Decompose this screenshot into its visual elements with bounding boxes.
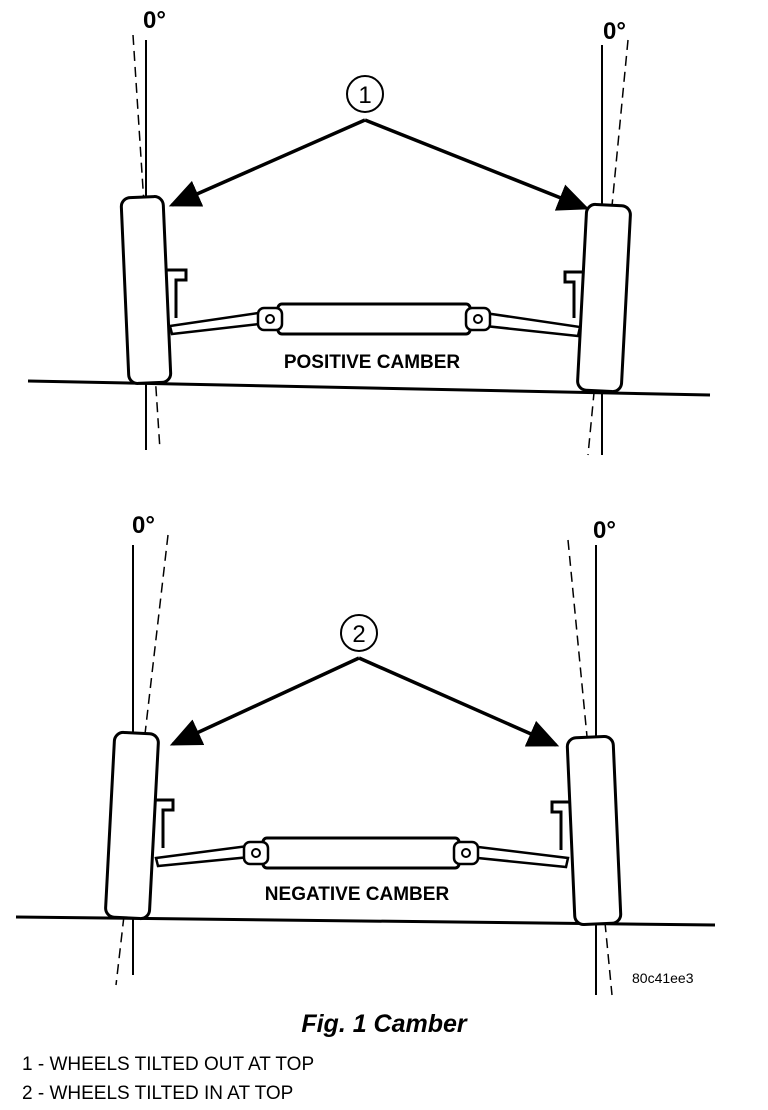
callout-1-number: 1 — [358, 82, 371, 109]
camber-figure: 0° 0° POSITIVE CAMBER 1 — [15, 7, 716, 996]
legend-item: 2 - WHEELS TILTED IN AT TOP — [22, 1083, 294, 1104]
right-tie-rod — [466, 844, 570, 869]
left-tie-rod — [168, 310, 270, 336]
left-spindle-bracket — [166, 268, 188, 318]
right-zero-degree-label: 0° — [593, 517, 616, 544]
right-rod-end-pin — [461, 848, 471, 858]
left-tie-rod — [154, 844, 252, 868]
image-code: 80c41ee3 — [632, 970, 694, 986]
figure-caption: Fig. 1 Camber — [301, 1010, 467, 1038]
left-tilt-line — [132, 34, 161, 451]
right-spindle-bracket — [550, 800, 570, 850]
callout-2-arrow-right — [358, 656, 560, 747]
negative-camber-diagram: 0° 0° NEGATIVE CAMBER 2 — [15, 512, 716, 996]
adjuster-sleeve — [276, 302, 472, 336]
right-tie-rod — [474, 310, 582, 338]
left-zero-degree-label: 0° — [132, 512, 155, 539]
left-rod-end-pin — [251, 848, 261, 858]
legend: 1 - WHEELS TILTED OUT AT TOP 2 - WHEELS … — [22, 1050, 314, 1108]
adjuster-sleeve — [261, 836, 461, 870]
right-zero-degree-label: 0° — [603, 18, 626, 45]
negative-camber-label: NEGATIVE CAMBER — [265, 884, 450, 905]
positive-camber-diagram: 0° 0° POSITIVE CAMBER 1 — [27, 7, 711, 456]
left-rod-end-pin — [265, 314, 275, 324]
callout-1-arrow-right — [364, 118, 590, 211]
callout-2-number: 2 — [352, 621, 365, 648]
left-wheel — [104, 730, 160, 921]
right-rod-end-pin — [473, 314, 483, 324]
legend-item: 1 - WHEELS TILTED OUT AT TOP — [22, 1054, 315, 1075]
positive-camber-label: POSITIVE CAMBER — [284, 352, 461, 373]
callout-2-circle — [340, 614, 378, 652]
callout-1-arrow-left — [168, 118, 366, 207]
callout-2-arrow-left — [169, 656, 360, 746]
right-spindle-bracket — [563, 270, 583, 318]
left-zero-degree-label: 0° — [143, 7, 166, 34]
right-wheel — [565, 734, 623, 927]
callout-1-circle — [346, 75, 384, 113]
right-wheel — [576, 202, 632, 394]
left-wheel — [119, 195, 173, 385]
left-spindle-bracket — [155, 798, 175, 848]
